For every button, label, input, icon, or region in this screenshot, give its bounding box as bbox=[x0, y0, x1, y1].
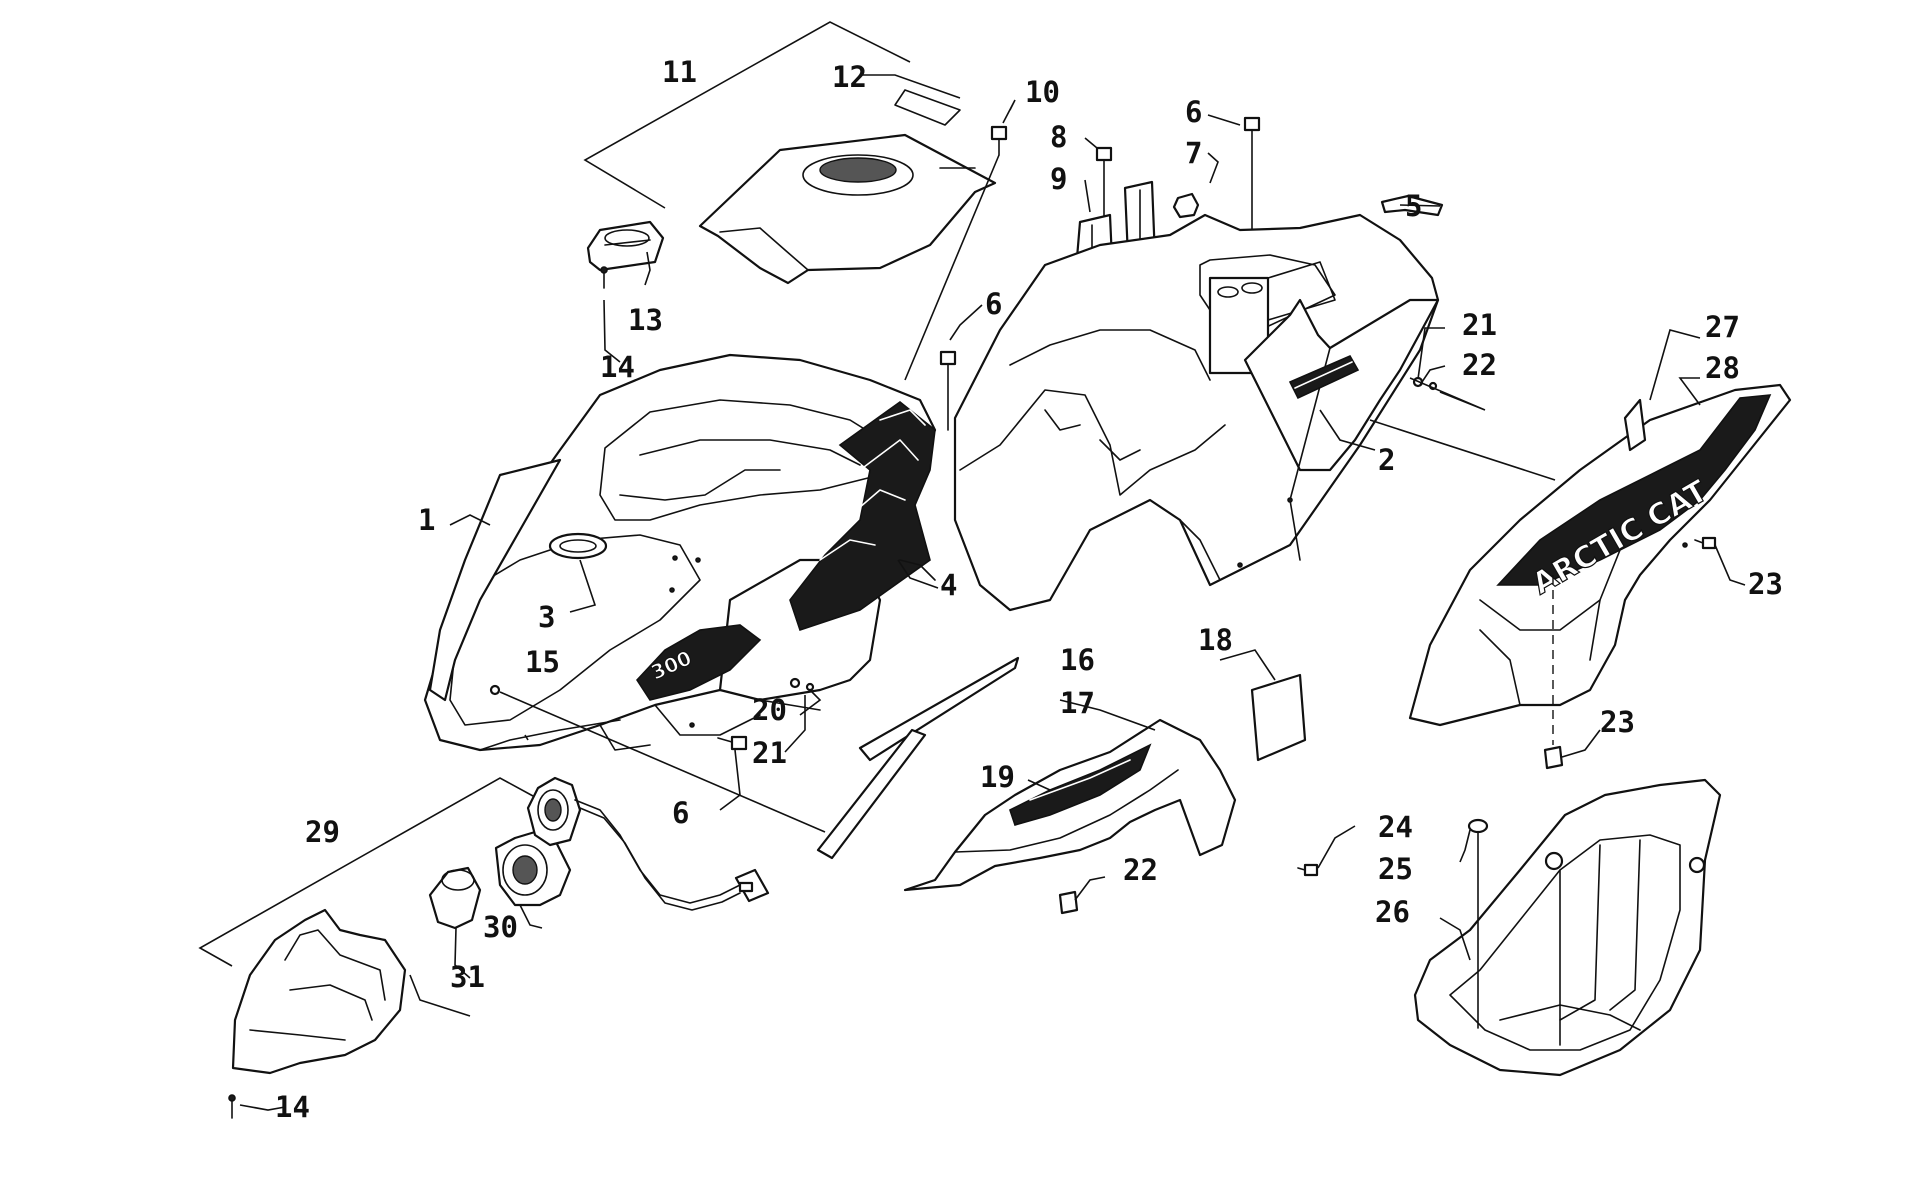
decal-part-18 bbox=[1250, 673, 1307, 762]
screw-part-23-center bbox=[1297, 863, 1319, 877]
callout-14-top: 14 bbox=[600, 350, 635, 384]
callout-17: 17 bbox=[1060, 686, 1095, 720]
stripe-part-16 bbox=[816, 656, 1020, 860]
callout-1: 1 bbox=[418, 503, 435, 537]
callout-13: 13 bbox=[628, 303, 663, 337]
callout-16: 16 bbox=[1060, 643, 1095, 677]
bracket-11 bbox=[583, 21, 911, 209]
rear-fender-part-26: ARCTIC CAT bbox=[1408, 383, 1792, 727]
screw-part-14-top bbox=[600, 266, 608, 289]
fastener-part-15 bbox=[489, 684, 501, 696]
rear-body-part-2 bbox=[953, 213, 1440, 612]
callout-12: 12 bbox=[832, 60, 867, 94]
callout-labels: 11 12 10 8 9 6 7 5 13 14 6 21 22 27 28 2… bbox=[275, 55, 1783, 1124]
callout-5: 5 bbox=[1405, 189, 1422, 223]
callout-22-right: 23 bbox=[1600, 705, 1635, 739]
callout-2: 2 bbox=[1378, 443, 1395, 477]
callout-6-lower: 6 bbox=[672, 796, 689, 830]
callout-4: 4 bbox=[940, 568, 957, 602]
callout-6-top: 6 bbox=[1185, 95, 1202, 129]
fender-part-17 bbox=[903, 718, 1237, 892]
cap-part-13 bbox=[586, 220, 665, 272]
callout-18: 18 bbox=[1198, 623, 1233, 657]
headlight-lens-part-31 bbox=[231, 908, 407, 1075]
callout-15: 15 bbox=[525, 645, 560, 679]
callout-29: 30 bbox=[483, 910, 518, 944]
callout-26: 27 bbox=[1705, 310, 1740, 344]
bulb-part-30 bbox=[428, 866, 482, 930]
callout-25: 26 bbox=[1375, 895, 1410, 929]
clip-part-22-center bbox=[1058, 890, 1079, 915]
screw-part-23-right bbox=[1694, 536, 1717, 550]
screw-part-14-bottom bbox=[228, 1094, 236, 1119]
bolt-part-6-mid bbox=[939, 350, 957, 431]
rear-tray-part-25 bbox=[1413, 778, 1722, 1077]
callout-8: 8 bbox=[1050, 120, 1067, 154]
callout-21-right: 22 bbox=[1462, 348, 1497, 382]
callout-11: 11 bbox=[662, 55, 697, 89]
callout-28: 29 bbox=[305, 815, 340, 849]
socket-part-29 bbox=[494, 776, 770, 911]
bracket-28 bbox=[198, 777, 534, 967]
fastener-part-20-21-front bbox=[789, 677, 815, 692]
nut-part-7 bbox=[1172, 192, 1200, 219]
callout-20-right: 21 bbox=[1462, 308, 1497, 342]
clip-part-22-right bbox=[1543, 745, 1564, 770]
callout-20-front: 20 bbox=[752, 693, 787, 727]
callout-23-center: 24 bbox=[1378, 810, 1413, 844]
callout-19: 19 bbox=[980, 760, 1015, 794]
callout-21-front: 21 bbox=[752, 736, 787, 770]
callout-9: 9 bbox=[1050, 162, 1067, 196]
bolt-part-24 bbox=[1467, 818, 1489, 1029]
callout-30: 31 bbox=[450, 960, 485, 994]
callout-24: 25 bbox=[1378, 852, 1413, 886]
callout-10: 10 bbox=[1025, 75, 1060, 109]
callout-22-center: 22 bbox=[1123, 853, 1158, 887]
callout-23-right: 23 bbox=[1748, 567, 1783, 601]
callout-27: 28 bbox=[1705, 351, 1740, 385]
callout-14-bottom: 14 bbox=[275, 1090, 310, 1124]
leader-lines bbox=[239, 74, 1746, 1111]
callout-6-mid: 6 bbox=[985, 287, 1002, 321]
callout-7: 7 bbox=[1185, 136, 1202, 170]
bolt-part-10 bbox=[990, 125, 1008, 156]
bolt-part-6-lower bbox=[717, 735, 748, 751]
callout-3: 3 bbox=[538, 600, 555, 634]
front-body-part-1: 300 bbox=[423, 353, 937, 752]
tank-cover-part-12 bbox=[698, 89, 997, 285]
